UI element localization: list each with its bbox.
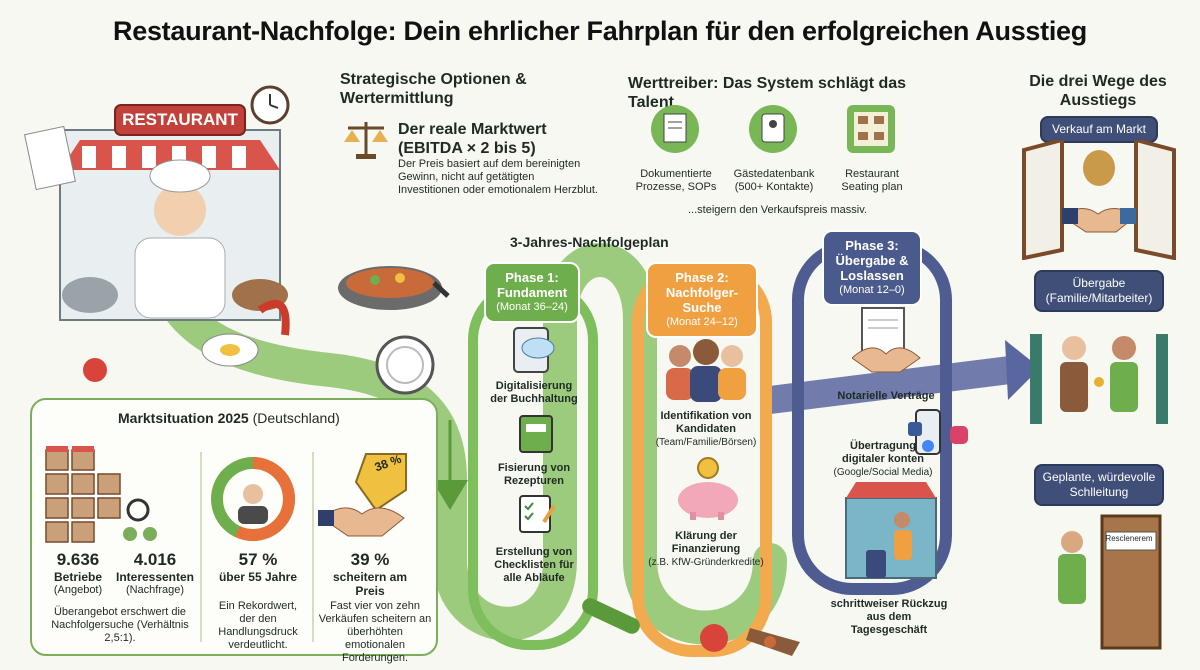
market-note: Fast vier von zehn Verkäufen scheitern a… <box>318 600 432 664</box>
phase2-step: Klärung der Finanzierung(z.B. KfW-Gründe… <box>648 530 764 568</box>
key-icon <box>1094 377 1104 387</box>
restaurant-sign: RESTAURANT <box>122 110 238 129</box>
value-driver-label: Restaurant Seating plan <box>841 168 903 193</box>
value-drivers-footer: ...steigern den Verkaufspreis massiv. <box>688 204 867 216</box>
phase3-step: Notarielle Verträge <box>837 390 935 402</box>
seating-plan-icon <box>847 105 895 153</box>
phase3-label: Phase 3: Übergabe & Loslassen(Monat 12–0… <box>822 230 922 306</box>
page-title: Restaurant-Nachfolge: Dein ehrlicher Fah… <box>113 16 1087 46</box>
price-tag-handshake-icon <box>318 453 407 537</box>
restaurants-cluster-icon <box>45 446 157 543</box>
market-note: Ein Rekordwert, der den Handlungsdruck v… <box>218 600 298 651</box>
divider <box>312 452 314 642</box>
phase1-step: Digitalisierung der Buchhaltung <box>490 380 578 405</box>
value-drivers-list: Dokumentierte Prozesse, SOPs Gästedatenb… <box>636 104 930 204</box>
stat-price-failure: 39 % scheitern am Preis <box>332 550 408 598</box>
magnifier-icon <box>126 498 150 522</box>
document-icon <box>651 105 699 153</box>
value-driver-label: Dokumentierte Prozesse, SOPs <box>635 168 717 193</box>
sale-handshake-illustration <box>1022 140 1176 260</box>
door-sign: Resclenerem <box>1105 534 1153 543</box>
stat-offer: 9.636 Betriebe (Angebot) <box>53 550 103 596</box>
exit-path-market: Verkauf am Markt <box>1040 116 1158 143</box>
contract-handshake-icon <box>852 307 921 373</box>
phase2-label: Phase 2: Nachfolger-Suche(Monat 24–12) <box>646 262 758 338</box>
exit-arrow-icon <box>1005 340 1040 400</box>
candidates-icon <box>666 339 746 402</box>
exit-path-closure: Geplante, würdevolle Schlleitung <box>1034 464 1164 506</box>
age-donut-chart <box>211 457 295 541</box>
strategy-heading: Strategische Optionen & Wertermittlung <box>340 71 527 107</box>
checklist-icon <box>519 495 556 533</box>
recipe-book-icon <box>519 415 553 453</box>
phase1-step: Fisierung von Rezepturen <box>497 462 571 487</box>
leaving-person-icon <box>845 482 937 579</box>
money-bag-icon <box>1083 150 1115 186</box>
market-value-title: Der reale Marktwert (EBITDA × 2 bis 5) <box>398 121 547 157</box>
cucumber-decoration <box>582 598 640 634</box>
market-heading: Marktsituation 2025 (Deutschland) <box>118 410 340 426</box>
phase1-step: Erstellung von Checklisten für alle Ablä… <box>494 546 574 584</box>
exit-path-handover: Übergabe (Familie/Mitarbeiter) <box>1034 270 1164 312</box>
scale-icon <box>344 122 388 159</box>
stat-age: 57 % über 55 Jahre <box>218 550 298 584</box>
contacts-icon <box>749 105 797 153</box>
stat-demand: 4.016 Interessenten (Nachfrage) <box>115 550 195 596</box>
phase2-step: Identifikation von Kandidaten(Team/Famil… <box>655 410 757 448</box>
divider <box>200 452 202 642</box>
closing-door-illustration <box>1058 514 1162 650</box>
handover-illustration <box>1030 334 1168 424</box>
phase1-label: Phase 1: Fundament(Monat 36–24) <box>484 262 580 323</box>
plate-icon <box>375 335 435 395</box>
tablet-cloud-icon <box>513 327 555 373</box>
pan-illustration <box>338 266 450 310</box>
exits-heading: Die drei Wege des Ausstiegs <box>1029 73 1167 109</box>
phase3-step: schrittweiser Rückzug aus dem Tagesgesch… <box>830 598 948 636</box>
plan-heading: 3-Jahres-Nachfolgeplan <box>510 234 669 250</box>
chili-icon <box>257 299 290 336</box>
vegetables-decoration <box>700 624 800 656</box>
market-value-text: Der Preis basiert auf dem bereinigten Ge… <box>398 158 598 196</box>
tomato-icon <box>83 358 107 382</box>
market-situation-panel: Marktsituation 2025 (Deutschland) 38 % 9… <box>30 398 438 664</box>
value-drivers-heading: Werttreiber: Das System schlägt das Tale… <box>628 75 907 111</box>
market-note: Überangebot erschwert die Nachfolgersuch… <box>51 606 189 644</box>
social-media-icons <box>908 409 968 455</box>
phase3-step: Übertragung digitaler konten(Google/Soci… <box>833 440 933 478</box>
down-arrow-icon <box>432 480 468 510</box>
value-driver-label: Gästedatenbank (500+ Kontakte) <box>733 168 815 193</box>
restaurant-illustration: RESTAURANT <box>20 60 310 390</box>
chef-face <box>154 184 206 236</box>
piggy-bank-icon <box>678 457 738 520</box>
